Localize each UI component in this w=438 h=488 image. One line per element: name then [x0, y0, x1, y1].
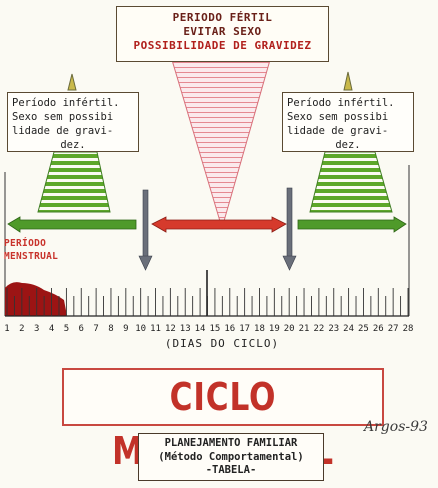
day-label-5: 5 — [64, 324, 69, 334]
infertile-left-line3: lidade de gravi- — [12, 125, 114, 137]
day-label-12: 12 — [165, 324, 176, 334]
infertile-left-line1: Período infértil. — [12, 97, 120, 109]
day-label-15: 15 — [210, 324, 221, 334]
fertile-period-box: PERIODO FÉRTIL EVITAR SEXO POSSIBILIDADE… — [116, 6, 329, 62]
day-label-28: 28 — [403, 324, 414, 334]
left-peak-marker — [67, 73, 77, 91]
infertile-left-arrow — [7, 216, 137, 233]
day-label-11: 11 — [150, 324, 161, 334]
day-label-3: 3 — [34, 324, 39, 334]
fertile-triangle — [171, 59, 271, 230]
author-signature: Argos-93 — [364, 419, 428, 435]
infertile-right-line3: lidade de gravi- — [287, 125, 389, 137]
day-label-16: 16 — [224, 324, 235, 334]
day-label-26: 26 — [373, 324, 384, 334]
day-label-18: 18 — [254, 324, 265, 334]
day-label-10: 10 — [135, 324, 146, 334]
menstrual-period-label: PERÍODO MENSTRUAL — [4, 237, 58, 263]
day-label-21: 21 — [299, 324, 310, 334]
day-label-22: 22 — [313, 324, 324, 334]
day-label-24: 24 — [343, 324, 354, 334]
day-label-17: 17 — [239, 324, 250, 334]
day-label-4: 4 — [49, 324, 54, 334]
day-label-23: 23 — [328, 324, 339, 334]
menstrual-label-line1: PERÍODO — [4, 238, 47, 249]
day-label-27: 27 — [388, 324, 399, 334]
day-label-14: 14 — [195, 324, 206, 334]
fertile-title: PERIODO FÉRTIL — [172, 11, 273, 24]
infertile-left-line4: dez. — [60, 139, 86, 151]
day-label-1: 1 — [4, 324, 9, 334]
infertile-right-box: Período infértil. Sexo sem possibi lidad… — [282, 92, 414, 152]
subtitle-line3: -TABELA- — [205, 464, 257, 476]
fertile-start-marker — [138, 189, 153, 271]
fertile-warning: POSSIBILIDADE DE GRAVIDEZ — [133, 39, 312, 52]
day-label-7: 7 — [93, 324, 98, 334]
day-label-19: 19 — [269, 324, 280, 334]
fertile-instruction: EVITAR SEXO — [183, 25, 262, 38]
infertile-right-arrow — [297, 216, 407, 233]
day-label-8: 8 — [108, 324, 113, 334]
infertile-right-line2: Sexo sem possibi — [287, 111, 389, 123]
axis-caption: (DIAS DO CICLO) — [164, 337, 280, 350]
day-label-2: 2 — [19, 324, 24, 334]
subtitle-line1: PLANEJAMENTO FAMILIAR — [164, 437, 298, 449]
right-infertile-trapezoid — [309, 151, 393, 213]
subtitle-line2: (Método Comportamental) — [158, 450, 304, 463]
day-label-6: 6 — [79, 324, 84, 334]
right-peak-marker — [343, 71, 353, 91]
title-box: CICLO MENSTRUAL — [62, 368, 384, 473]
day-label-25: 25 — [358, 324, 369, 334]
day-label-13: 13 — [180, 324, 191, 334]
subtitle-box: PLANEJAMENTO FAMILIAR (Método Comportame… — [138, 433, 324, 481]
main-title: CICLO MENSTRUAL — [112, 375, 333, 473]
day-label-20: 20 — [284, 324, 295, 334]
menstrual-label-line2: MENSTRUAL — [4, 251, 59, 262]
infertile-left-box: Período infértil. Sexo sem possibi lidad… — [7, 92, 139, 152]
left-infertile-trapezoid — [37, 151, 111, 213]
fertile-end-marker — [282, 187, 297, 271]
infertile-right-line1: Período infértil. — [287, 97, 395, 109]
infertile-left-line2: Sexo sem possibi — [12, 111, 114, 123]
infertile-right-line4: dez. — [335, 139, 361, 151]
fertile-arrow — [151, 216, 287, 233]
day-label-9: 9 — [123, 324, 128, 334]
